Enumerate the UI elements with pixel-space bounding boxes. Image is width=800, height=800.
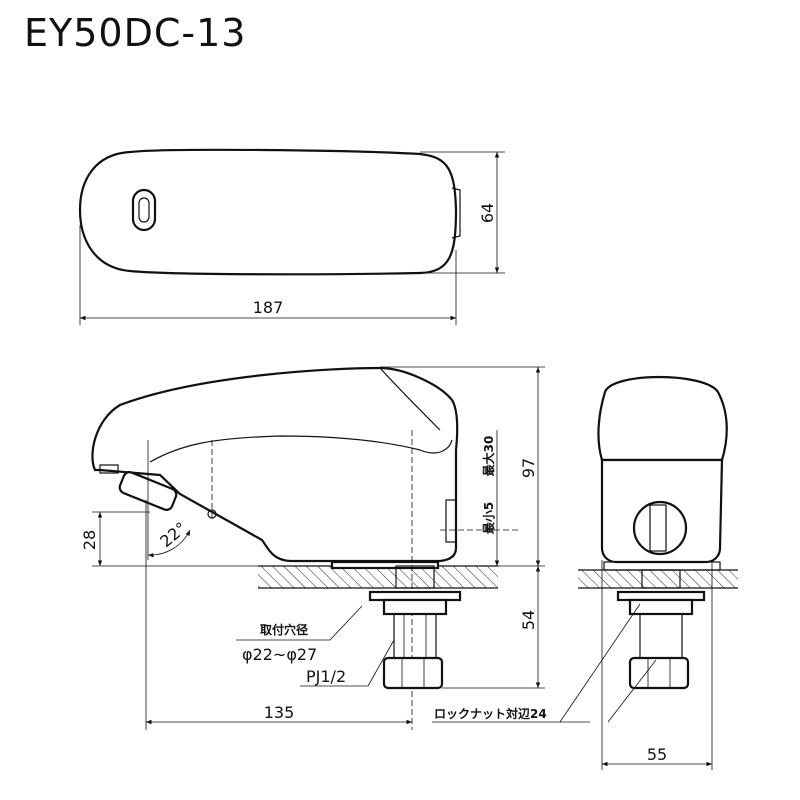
dim-reach: 135	[264, 703, 295, 722]
top-view: 64 187	[78, 148, 505, 325]
deck-hatch-right	[578, 570, 738, 588]
dim-max-30: 最大30	[481, 436, 496, 477]
mount-hole-value: φ22~φ27	[242, 645, 317, 664]
dim-top-depth: 64	[478, 203, 497, 223]
deck-hatch-left	[258, 566, 498, 588]
sensor-window-icon	[131, 188, 157, 232]
faucet-base	[330, 560, 440, 570]
dim-spout-height: 28	[80, 530, 99, 550]
faucet-body-outline	[91, 366, 459, 563]
top-view-back-face	[451, 187, 461, 239]
thread-label: PJ1/2	[306, 667, 346, 686]
mount-hole-label: 取付穴径	[260, 622, 308, 637]
dim-min-5: 最小5	[481, 502, 496, 534]
dim-height-total: 97	[519, 458, 538, 478]
front-sensor-icon	[632, 500, 688, 556]
dim-top-width: 187	[253, 298, 284, 317]
hex-nut	[382, 656, 444, 690]
front-view: 55 ロックナット対辺24	[432, 375, 738, 770]
model-title: EY50DC-13	[24, 11, 247, 55]
front-head	[597, 375, 728, 462]
dim-side-width: 55	[647, 745, 667, 764]
side-view: 97 54 最大30 最小5 28 22° 135 取付穴径 φ22~φ27 P…	[80, 366, 545, 730]
dim-angle: 22°	[156, 518, 190, 551]
supply-pipe	[395, 565, 435, 589]
lock-nut-label: ロックナット対辺24	[434, 706, 547, 721]
dim-below-deck: 54	[519, 610, 538, 630]
